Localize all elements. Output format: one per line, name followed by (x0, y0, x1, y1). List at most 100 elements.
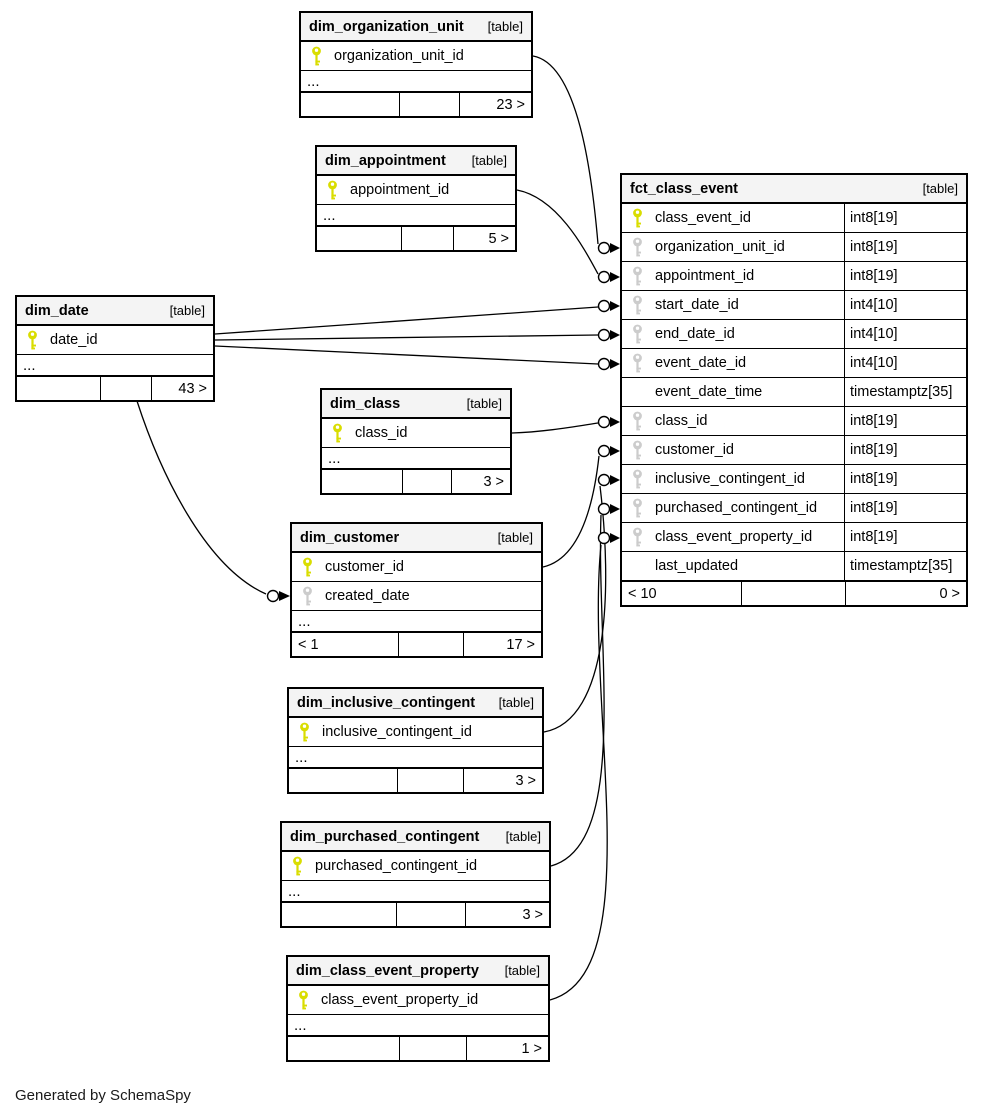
table-dim_class[interactable]: dim_class[table]class_id...3 > (320, 388, 512, 495)
column-row-inclusive_contingent_id[interactable]: inclusive_contingent_id (289, 718, 542, 746)
foreign-key-icon (631, 411, 645, 432)
footer-cell: 23 > (460, 93, 531, 116)
primary-key-icon (301, 557, 315, 578)
table-dim_inclusive_contingent[interactable]: dim_inclusive_contingent[table]inclusive… (287, 687, 544, 794)
column-row-customer_id[interactable]: customer_id (292, 553, 541, 581)
column-name: last_updated (655, 558, 739, 574)
footer-count: 43 > (178, 380, 207, 397)
foreign-key-icon (631, 440, 645, 461)
table-type-badge: [table] (505, 829, 541, 844)
foreign-key-icon (631, 353, 645, 374)
footer-cell: < 1 (292, 633, 400, 656)
relationship-dim_date.date_id->fct_class_event.end_date_id (214, 328, 620, 342)
relationship-dim_appointment.appointment_id->fct_class_event.appointment_id (516, 189, 620, 284)
table-footer: < 10 0 > (622, 580, 966, 605)
foreign-key-icon (631, 295, 645, 316)
generated-by-note: Generated by SchemaSpy (15, 1087, 191, 1104)
table-header: dim_purchased_contingent [table] (282, 823, 549, 852)
footer-cell: 3 > (466, 903, 549, 926)
column-type: int8[19] (844, 523, 966, 551)
table-title[interactable]: dim_customer (300, 529, 400, 546)
footer-count: 23 > (496, 96, 525, 113)
table-type-badge: [table] (922, 181, 958, 196)
primary-key-icon (291, 856, 305, 877)
column-name: start_date_id (655, 297, 739, 313)
column-row-date_id[interactable]: date_id (17, 326, 213, 354)
column-name: class_event_id (655, 210, 751, 226)
primary-key-icon (631, 208, 645, 229)
column-row-start_date_id[interactable]: start_date_id int4[10] (622, 290, 966, 319)
table-dim_organization_unit[interactable]: dim_organization_unit[table]organization… (299, 11, 533, 118)
table-footer: 1 > (288, 1035, 548, 1060)
table-title[interactable]: fct_class_event (630, 180, 739, 197)
table-dim_appointment[interactable]: dim_appointment[table]appointment_id...5… (315, 145, 517, 252)
table-title[interactable]: dim_purchased_contingent (290, 828, 480, 845)
ellipsis-text: ... (323, 206, 336, 224)
table-dim_date[interactable]: dim_date[table]date_id...43 > (15, 295, 215, 402)
table-title[interactable]: dim_class (330, 395, 401, 412)
column-row-appointment_id[interactable]: appointment_id (317, 176, 515, 204)
relationship-dim_class_event_property.class_event_property_id->fct_class_event.class_event_property_id (549, 531, 620, 1001)
column-row-class_id[interactable]: class_id (322, 419, 510, 447)
relationship-dim_date.date_id->fct_class_event.event_date_id (214, 345, 620, 371)
footer-cell: 17 > (464, 633, 541, 656)
column-name: customer_id (655, 442, 734, 458)
table-type-badge: [table] (471, 153, 507, 168)
ellipsis-text: ... (307, 72, 320, 90)
column-type: timestamptz[35] (844, 378, 966, 406)
column-row-organization_unit_id[interactable]: organization_unit_id (301, 42, 531, 70)
column-type: int8[19] (844, 407, 966, 435)
footer-cell: < 10 (622, 582, 743, 605)
table-header: dim_inclusive_contingent[table] (289, 689, 542, 718)
footer-cell (742, 582, 846, 605)
primary-key-icon (26, 330, 40, 351)
footer-cell (282, 903, 397, 926)
table-footer: 3 > (322, 468, 510, 493)
collapsed-columns-ellipsis: ... (289, 746, 542, 767)
column-name: organization_unit_id (655, 239, 785, 255)
table-footer: 43 > (17, 375, 213, 400)
table-title[interactable]: dim_inclusive_contingent (297, 694, 476, 711)
table-title[interactable]: dim_class_event_property (296, 962, 479, 979)
table-dim_purchased_contingent[interactable]: dim_purchased_contingent [table] purchased… (280, 821, 551, 928)
column-type: int4[10] (844, 291, 966, 319)
table-title[interactable]: dim_date (25, 302, 89, 319)
column-row-purchased_contingent_id[interactable]: purchased_contingent_id (282, 852, 549, 880)
column-row-created_date[interactable]: created_date (292, 581, 541, 610)
footer-cell: 0 > (846, 582, 966, 605)
footer-count: 3 > (522, 906, 543, 923)
column-name: class_id (355, 425, 408, 441)
foreign-key-icon (631, 527, 645, 548)
footer-cell: 43 > (152, 377, 213, 400)
column-row-class_event_property_id[interactable]: class_event_property_id (288, 986, 548, 1014)
table-header: dim_appointment [table] (317, 147, 515, 176)
table-title[interactable]: dim_appointment (325, 152, 446, 169)
column-name: organization_unit_id (334, 48, 464, 64)
footer-count: < 10 (628, 585, 657, 602)
table-dim_class_event_property[interactable]: dim_class_event_property[table]class_eve… (286, 955, 550, 1062)
column-name: appointment_id (350, 182, 450, 198)
table-type-badge: [table] (169, 303, 205, 318)
column-type: int8[19] (844, 262, 966, 290)
foreign-key-icon (631, 469, 645, 490)
table-title[interactable]: dim_organization_unit (309, 18, 464, 35)
table-footer: 3 > (289, 767, 542, 792)
foreign-key-icon (301, 586, 315, 607)
column-type: int8[19] (844, 465, 966, 493)
